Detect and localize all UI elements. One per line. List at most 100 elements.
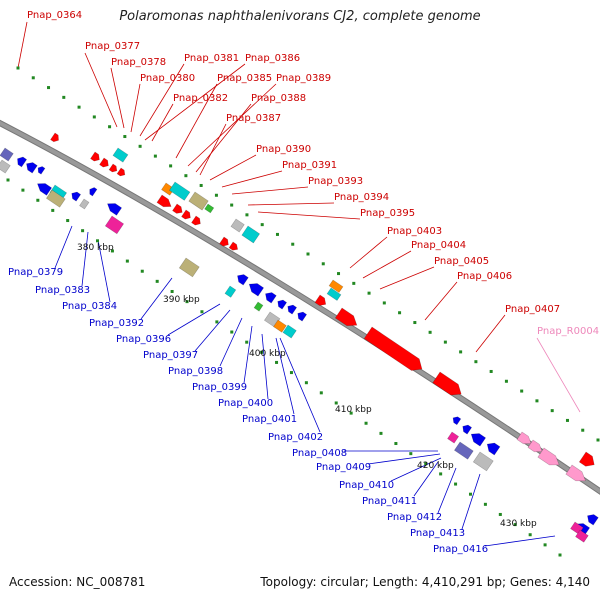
reverse-gene-arrow[interactable] [15, 155, 28, 168]
forward-gene-block[interactable] [112, 147, 129, 163]
reverse-gene-arrow[interactable] [35, 180, 53, 196]
rna-gene-arrow[interactable] [565, 464, 589, 485]
forward-gene-label[interactable]: Pnap_0407 [505, 304, 560, 315]
forward-gene-label[interactable]: Pnap_0388 [251, 93, 306, 104]
reverse-gene-arrow[interactable] [484, 440, 501, 456]
reverse-gene-label[interactable]: Pnap_0400 [218, 398, 273, 409]
rna-gene-arrow[interactable] [516, 431, 534, 447]
reverse-gene-block[interactable] [453, 441, 474, 460]
forward-gene-block[interactable] [230, 218, 245, 233]
forward-gene-arrow[interactable] [334, 307, 360, 330]
reverse-gene-label[interactable]: Pnap_0379 [8, 267, 63, 278]
reverse-gene-label[interactable]: Pnap_0399 [192, 382, 247, 393]
reverse-gene-arrow[interactable] [24, 160, 38, 174]
rna-gene-arrow[interactable] [537, 447, 562, 469]
forward-gene-arrow[interactable] [191, 215, 203, 227]
forward-gene-arrow[interactable] [50, 132, 61, 144]
forward-gene-arrow[interactable] [108, 163, 119, 174]
forward-gene-block[interactable] [328, 279, 344, 293]
forward-gene-label[interactable]: Pnap_0403 [387, 226, 442, 237]
forward-gene-label[interactable]: Pnap_0391 [282, 160, 337, 171]
reverse-gene-arrow[interactable] [36, 165, 46, 175]
forward-gene-block[interactable] [241, 225, 261, 244]
forward-gene-label[interactable]: Pnap_0378 [111, 57, 166, 68]
reverse-gene-block[interactable] [224, 285, 237, 298]
forward-gene-label[interactable]: Pnap_0390 [256, 144, 311, 155]
reverse-gene-label[interactable]: Pnap_0408 [292, 448, 347, 459]
forward-gene-arrow[interactable] [228, 241, 240, 252]
reverse-gene-block[interactable] [282, 324, 297, 339]
reverse-gene-arrow[interactable] [296, 310, 308, 322]
reverse-gene-arrow[interactable] [276, 298, 288, 310]
reverse-gene-block[interactable] [447, 431, 460, 444]
rna-gene-arrow[interactable] [527, 439, 545, 455]
reverse-gene-label[interactable]: Pnap_0383 [35, 285, 90, 296]
reverse-gene-block[interactable] [104, 215, 125, 235]
reverse-gene-label[interactable]: Pnap_0416 [433, 544, 488, 555]
reverse-gene-block[interactable] [273, 319, 287, 333]
forward-gene-label[interactable]: Pnap_0386 [245, 53, 300, 64]
forward-gene-label[interactable]: Pnap_0364 [27, 10, 82, 21]
forward-gene-label[interactable]: Pnap_0380 [140, 73, 195, 84]
reverse-gene-label[interactable]: Pnap_0411 [362, 496, 417, 507]
reverse-gene-arrow[interactable] [468, 430, 487, 447]
forward-gene-arrow[interactable] [432, 371, 465, 400]
rna-gene-label[interactable]: Pnap_R0004 [537, 326, 599, 337]
forward-gene-label[interactable]: Pnap_0393 [308, 176, 363, 187]
reverse-gene-label[interactable]: Pnap_0398 [168, 366, 223, 377]
reverse-gene-arrow[interactable] [451, 415, 462, 426]
forward-gene-block[interactable] [168, 181, 191, 201]
forward-gene-label[interactable]: Pnap_0382 [173, 93, 228, 104]
forward-gene-label[interactable]: Pnap_0377 [85, 41, 140, 52]
reverse-gene-label[interactable]: Pnap_0384 [62, 301, 117, 312]
forward-gene-label[interactable]: Pnap_0389 [276, 73, 331, 84]
reverse-gene-label[interactable]: Pnap_0396 [116, 334, 171, 345]
reverse-gene-label[interactable]: Pnap_0402 [268, 432, 323, 443]
forward-gene-label[interactable]: Pnap_0395 [360, 208, 415, 219]
forward-gene-arrow[interactable] [90, 151, 102, 163]
forward-gene-arrow[interactable] [181, 209, 193, 221]
reverse-gene-block[interactable] [253, 301, 264, 312]
reverse-gene-arrow[interactable] [585, 512, 599, 526]
forward-gene-arrow[interactable] [99, 157, 111, 169]
reverse-gene-label[interactable]: Pnap_0397 [143, 350, 198, 361]
forward-gene-block[interactable] [326, 287, 342, 301]
reverse-gene-arrow[interactable] [0, 147, 14, 162]
forward-gene-label[interactable]: Pnap_0404 [411, 240, 466, 251]
reverse-gene-arrow[interactable] [70, 190, 82, 202]
reverse-gene-block[interactable] [178, 257, 200, 278]
reverse-gene-block[interactable] [575, 529, 589, 543]
reverse-gene-arrow[interactable] [88, 186, 98, 197]
forward-gene-block[interactable] [204, 203, 215, 214]
forward-gene-label[interactable]: Pnap_0394 [334, 192, 389, 203]
forward-gene-block[interactable] [161, 182, 175, 196]
reverse-gene-block[interactable] [472, 451, 494, 472]
forward-gene-label[interactable]: Pnap_0406 [457, 271, 512, 282]
forward-gene-arrow[interactable] [156, 194, 174, 210]
reverse-gene-arrow[interactable] [246, 280, 265, 297]
forward-gene-label[interactable]: Pnap_0385 [217, 73, 272, 84]
forward-gene-arrow[interactable] [314, 294, 328, 308]
reverse-gene-arrow[interactable] [263, 290, 277, 304]
forward-gene-arrow[interactable] [219, 236, 231, 248]
reverse-gene-arrow[interactable] [105, 200, 123, 216]
forward-gene-label[interactable]: Pnap_0381 [184, 53, 239, 64]
forward-gene-arrow[interactable] [172, 203, 185, 216]
reverse-gene-block[interactable] [0, 159, 11, 174]
reverse-gene-label[interactable]: Pnap_0392 [89, 318, 144, 329]
forward-gene-arrow[interactable] [116, 167, 127, 178]
reverse-gene-label[interactable]: Pnap_0413 [410, 528, 465, 539]
reverse-gene-arrow[interactable] [286, 303, 298, 315]
reverse-gene-arrow[interactable] [461, 423, 473, 435]
reverse-gene-block[interactable] [79, 198, 90, 210]
forward-gene-label[interactable]: Pnap_0387 [226, 113, 281, 124]
forward-gene-arrow[interactable] [578, 451, 597, 470]
reverse-gene-label[interactable]: Pnap_0409 [316, 462, 371, 473]
reverse-gene-label[interactable]: Pnap_0410 [339, 480, 394, 491]
forward-gene-label[interactable]: Pnap_0405 [434, 256, 489, 267]
reverse-gene-label[interactable]: Pnap_0412 [387, 512, 442, 523]
reverse-gene-arrow[interactable] [235, 272, 249, 286]
forward-gene-arrow[interactable] [363, 326, 426, 375]
forward-gene-block[interactable] [188, 191, 209, 211]
reverse-gene-block[interactable] [45, 189, 66, 208]
